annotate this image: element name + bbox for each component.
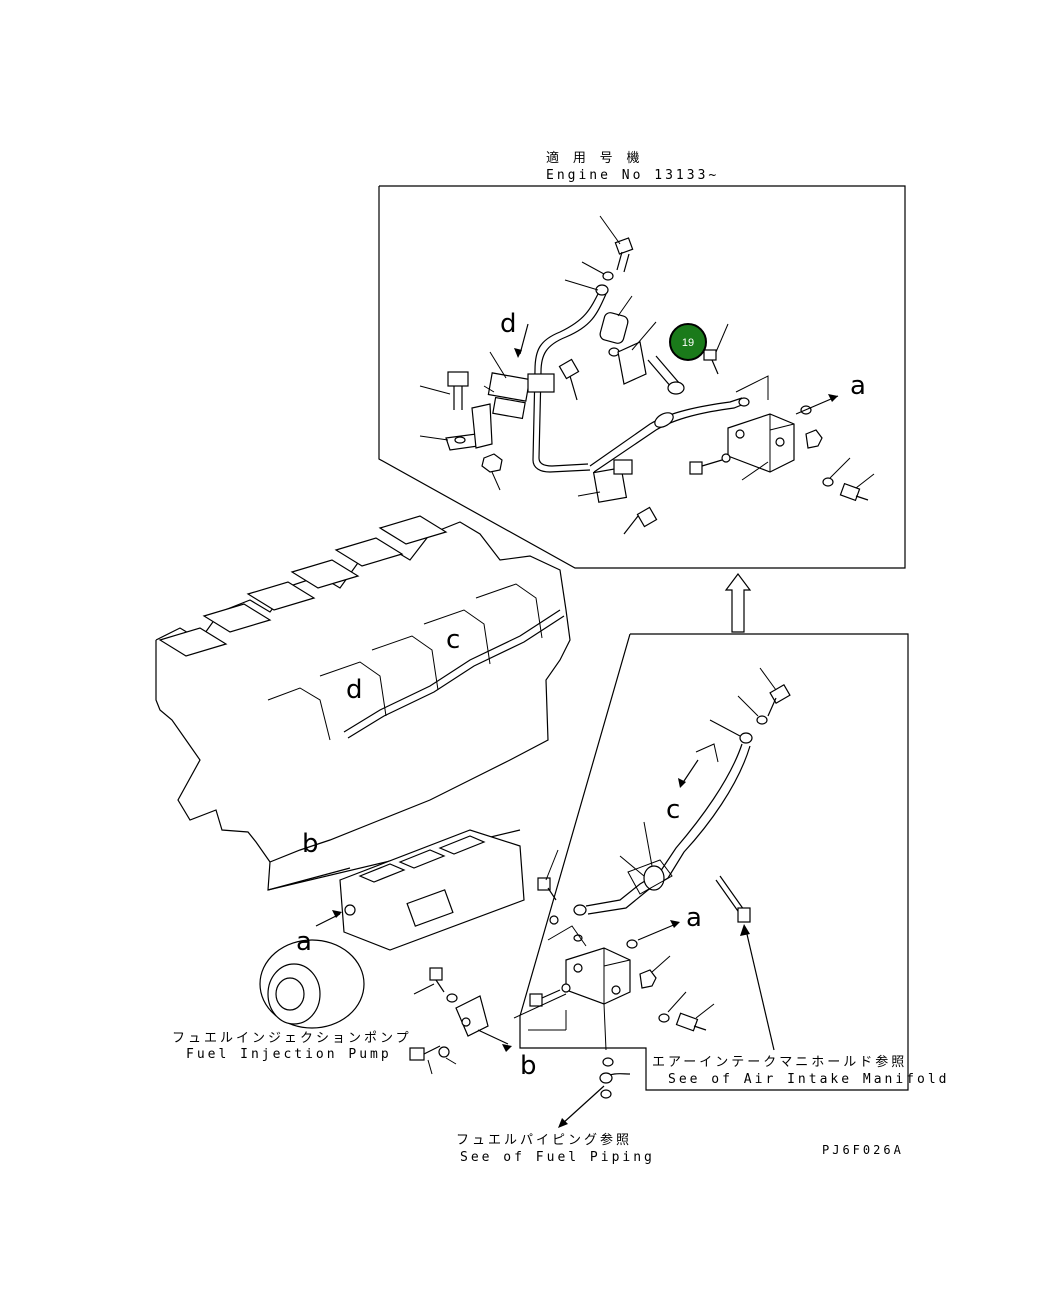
engine-block <box>155 515 571 891</box>
letter-d-engine: d <box>346 675 363 705</box>
engine-number-label: Engine No 13133~ <box>546 168 719 183</box>
fuel-injection-pump <box>259 829 525 1029</box>
callout-19[interactable]: 19 <box>669 323 707 361</box>
fuel-injection-pump-label-jp: フュエルインジェクションポンプ <box>172 1031 412 1046</box>
letter-c-engine: c <box>446 625 460 655</box>
letter-b-engine: b <box>302 829 319 859</box>
letter-a-upper: a <box>850 371 866 401</box>
letter-a-pump: a <box>296 927 312 957</box>
fuel-piping-ref-label-en: See of Fuel Piping <box>460 1150 655 1165</box>
air-intake-ref-label-en: See of Air Intake Manifold <box>668 1072 950 1087</box>
callout-19-number: 19 <box>682 337 694 349</box>
callout-19-circle <box>669 323 707 361</box>
air-intake-ref-label-jp: エアーインテークマニホールド参照 <box>652 1054 907 1070</box>
upper-detail-parts <box>419 215 875 535</box>
fuel-injection-pump-label-en: Fuel Injection Pump <box>186 1047 392 1062</box>
applicable-label-jp: 適 用 号 機 <box>546 150 642 166</box>
lower-detail-box <box>519 633 909 1091</box>
fuel-piping-ref-label-jp: フュエルパイピング参照 <box>456 1132 632 1148</box>
pump-bracket-parts <box>409 967 512 1075</box>
transfer-arrow-up <box>724 573 752 633</box>
upper-detail-box <box>378 185 906 569</box>
lower-detail-parts <box>513 667 791 1128</box>
drawing-code: PJ6F026A <box>822 1143 904 1157</box>
letter-b-pump: b <box>520 1051 537 1081</box>
letter-a-lower: a <box>686 903 702 933</box>
letter-c-lower: c <box>666 795 680 825</box>
letter-d-upper: d <box>500 309 517 339</box>
